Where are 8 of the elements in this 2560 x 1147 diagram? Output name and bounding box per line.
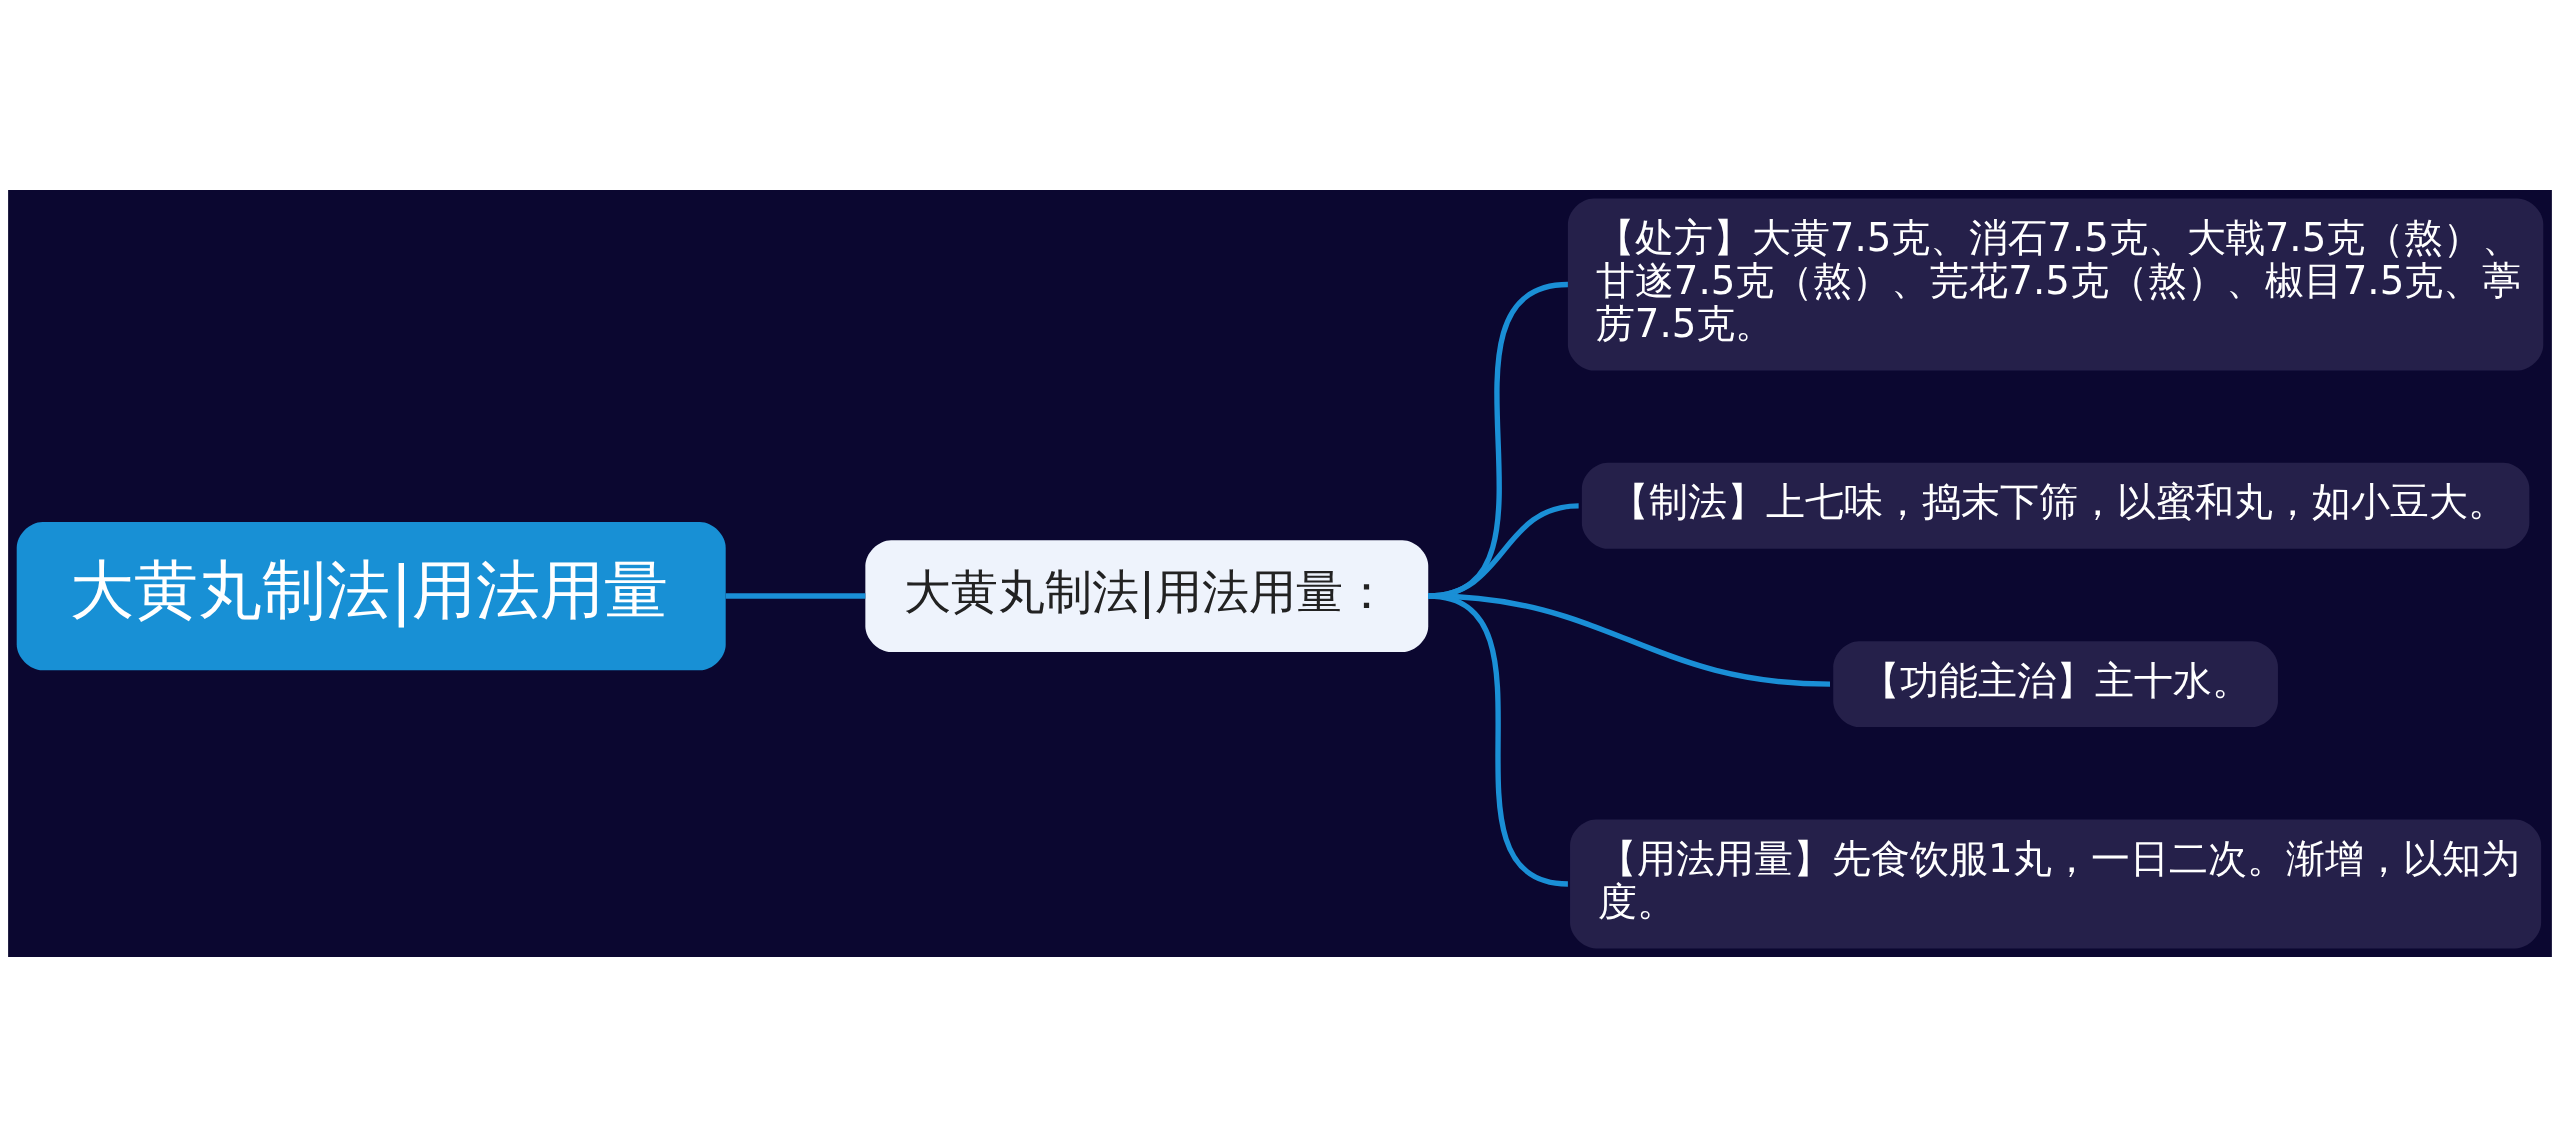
node-box: 【制法】上七味，捣末下筛，以蜜和丸，如小豆大。 [1581, 462, 2530, 549]
connector [1427, 593, 1569, 887]
connector [725, 593, 866, 599]
node-box: 大黄丸制法|用法用量 [16, 521, 726, 671]
node-box: 【处方】大黄7.5克、消石7.5克、大戟7.5克（熬）、甘遂7.5克（熬）、芫花7.5克（熬）、椒目7.5克、葶苈7.5克。 [1567, 198, 2544, 371]
node-box: 【用法用量】先食饮服1丸，一日二次。渐增，以知为度。 [1570, 819, 2542, 949]
node-box: 大黄丸制法|用法用量： [865, 540, 1429, 652]
node-box: 【功能主治】主十水。 [1833, 641, 2278, 728]
